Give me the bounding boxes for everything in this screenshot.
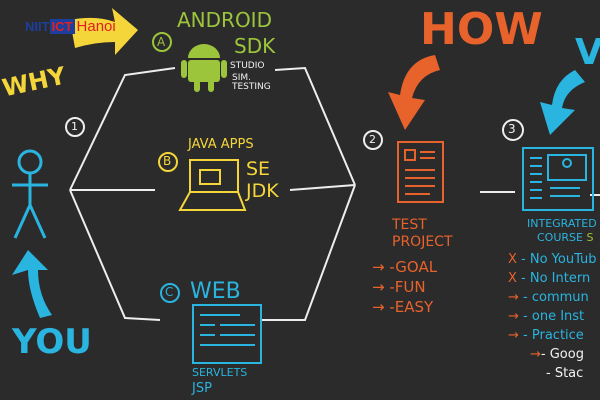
jsp-note: JSP — [192, 381, 212, 396]
web-title: WEB — [190, 279, 241, 304]
java-title: JAVA APPS — [188, 137, 254, 152]
course-items: X - No YouTub X - No Intern → - commun →… — [508, 250, 597, 383]
testing-note: TESTING — [232, 82, 271, 92]
course-item: X - No Intern — [508, 271, 591, 286]
step-1-number: 1 — [71, 120, 78, 133]
sim-note: SIM. — [232, 73, 251, 83]
marker-b: B — [163, 154, 172, 168]
how-item-fun: → -FUN — [372, 278, 426, 296]
you-label: YOU — [12, 322, 92, 362]
studio-note: STUDIO — [230, 61, 265, 71]
course-item: → - Practice — [508, 328, 584, 343]
orange-arrow-icon — [388, 55, 440, 130]
how-item-easy: → -EASY — [372, 298, 434, 316]
logo-text: ICT — [49, 18, 75, 34]
servlets-note: SERVLETS — [192, 366, 248, 379]
sdk-label: SDK — [234, 34, 276, 58]
step-2-number: 2 — [369, 133, 376, 146]
laptop-icon — [178, 159, 247, 211]
logo-text: Hanoi — [76, 17, 116, 35]
course-item: → - one Inst — [508, 309, 585, 324]
course-label: COURSE S — [537, 231, 594, 244]
step-3-number: 3 — [508, 122, 516, 136]
webpage-icon — [192, 304, 262, 364]
integrated-label: INTEGRATED — [527, 217, 597, 230]
marker-c: C — [165, 285, 174, 299]
how-title: HOW — [420, 4, 543, 55]
marker-a: A — [157, 35, 166, 49]
project-label: PROJECT — [392, 234, 453, 250]
course-icon — [522, 147, 594, 211]
person-icon — [12, 149, 48, 239]
course-item: X - No YouTub — [508, 252, 597, 267]
se-label: SE — [246, 158, 271, 180]
step-2-circle — [363, 130, 383, 150]
course-subitem: - Stac — [546, 366, 584, 381]
logo: NIIT ICT Hanoi — [25, 16, 116, 36]
android-title: ANDROID — [177, 8, 272, 32]
course-subitem: →- Goog — [530, 347, 584, 362]
logo-text: NIIT — [25, 18, 50, 34]
android-robot-icon — [181, 44, 227, 92]
step-1-circle — [65, 117, 85, 137]
document-icon — [397, 141, 444, 203]
test-label: TEST — [392, 217, 427, 233]
course-title-partial: V — [575, 32, 600, 73]
step-3-circle — [502, 119, 524, 141]
jdk-label: JDK — [246, 180, 279, 202]
connector-lines — [69, 66, 600, 321]
blue-curved-arrow-icon — [12, 250, 52, 318]
blue-arrow-icon — [540, 70, 585, 135]
course-item: → - commun — [508, 290, 589, 305]
how-item-goal: → -GOAL — [372, 258, 438, 276]
yellow-arrow-icon — [70, 8, 138, 55]
